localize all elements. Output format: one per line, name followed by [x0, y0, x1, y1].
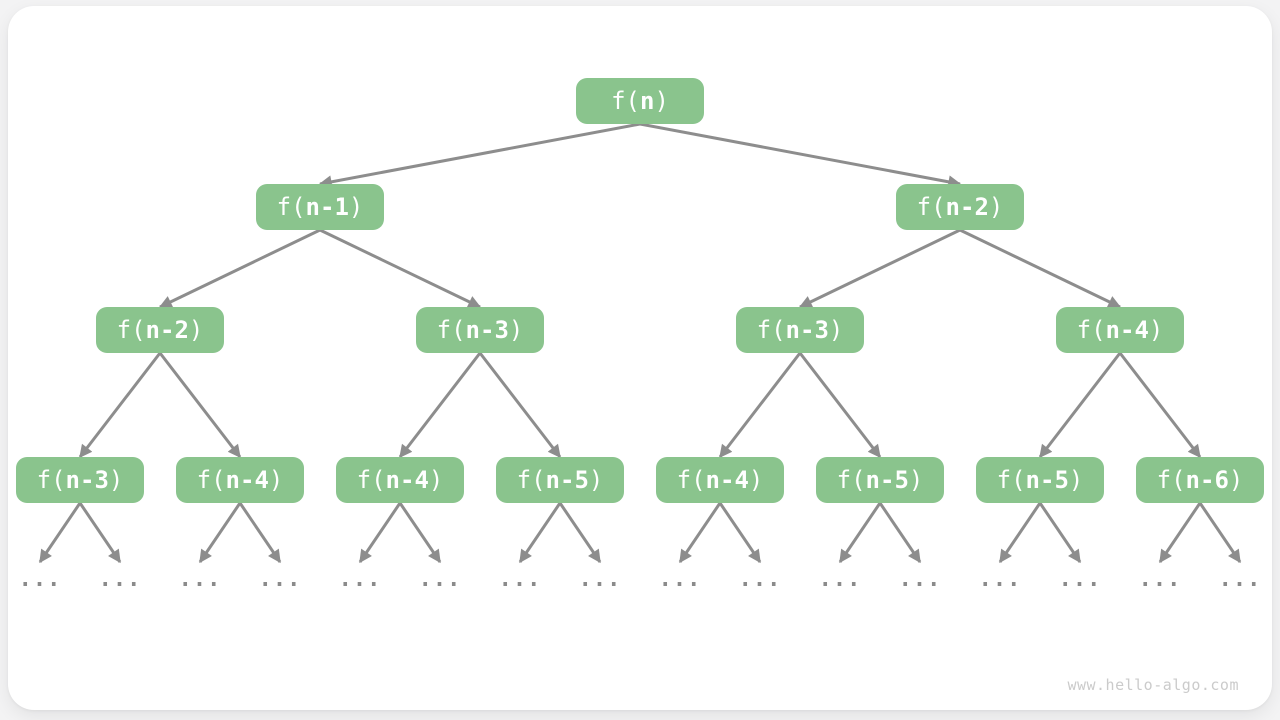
ellipsis-leaf: ...: [98, 567, 142, 592]
tree-node: f(n-3): [736, 307, 864, 353]
tree-node: f(n): [576, 78, 704, 124]
node-label-argument: n-4: [225, 466, 269, 494]
ellipsis-leaf: ...: [658, 567, 702, 592]
tree-node: f(n-5): [816, 457, 944, 503]
ellipsis-leaf: ...: [18, 567, 62, 592]
ellipsis-leaf: ...: [738, 567, 782, 592]
ellipsis-leaf: ...: [898, 567, 942, 592]
node-label-argument: n-5: [865, 466, 909, 494]
tree-node: f(n-4): [1056, 307, 1184, 353]
node-label-argument: n: [640, 87, 655, 115]
node-label-argument: n-2: [145, 316, 189, 344]
ellipsis-leaf: ...: [498, 567, 542, 592]
tree-node: f(n-6): [1136, 457, 1264, 503]
node-label-argument: n-5: [545, 466, 589, 494]
ellipsis-leaf: ...: [978, 567, 1022, 592]
tree-node: f(n-4): [336, 457, 464, 503]
ellipsis-leaf: ...: [818, 567, 862, 592]
ellipsis-leaf: ...: [338, 567, 382, 592]
ellipsis-leaf: ...: [1138, 567, 1182, 592]
node-label-argument: n-1: [305, 193, 349, 221]
tree-node: f(n-5): [976, 457, 1104, 503]
tree-node: f(n-4): [176, 457, 304, 503]
watermark: www.hello-algo.com: [1067, 676, 1239, 694]
node-label-argument: n-2: [945, 193, 989, 221]
tree-node: f(n-3): [416, 307, 544, 353]
node-label-argument: n-3: [785, 316, 829, 344]
tree-node: f(n-4): [656, 457, 784, 503]
tree-node: f(n-1): [256, 184, 384, 230]
ellipsis-leaf: ...: [418, 567, 462, 592]
tree-node: f(n-5): [496, 457, 624, 503]
node-label-argument: n-4: [1105, 316, 1149, 344]
ellipsis-leaf: ...: [578, 567, 622, 592]
tree-node: f(n-2): [96, 307, 224, 353]
node-label-argument: n-6: [1185, 466, 1229, 494]
ellipsis-leaf: ...: [1218, 567, 1262, 592]
node-label-argument: n-3: [465, 316, 509, 344]
node-label-argument: n-4: [705, 466, 749, 494]
ellipsis-leaf: ...: [1058, 567, 1102, 592]
node-label-argument: n-5: [1025, 466, 1069, 494]
node-label-argument: n-4: [385, 466, 429, 494]
tree-node: f(n-3): [16, 457, 144, 503]
ellipsis-leaf: ...: [178, 567, 222, 592]
ellipsis-leaf: ...: [258, 567, 302, 592]
tree-node: f(n-2): [896, 184, 1024, 230]
node-label-argument: n-3: [65, 466, 109, 494]
